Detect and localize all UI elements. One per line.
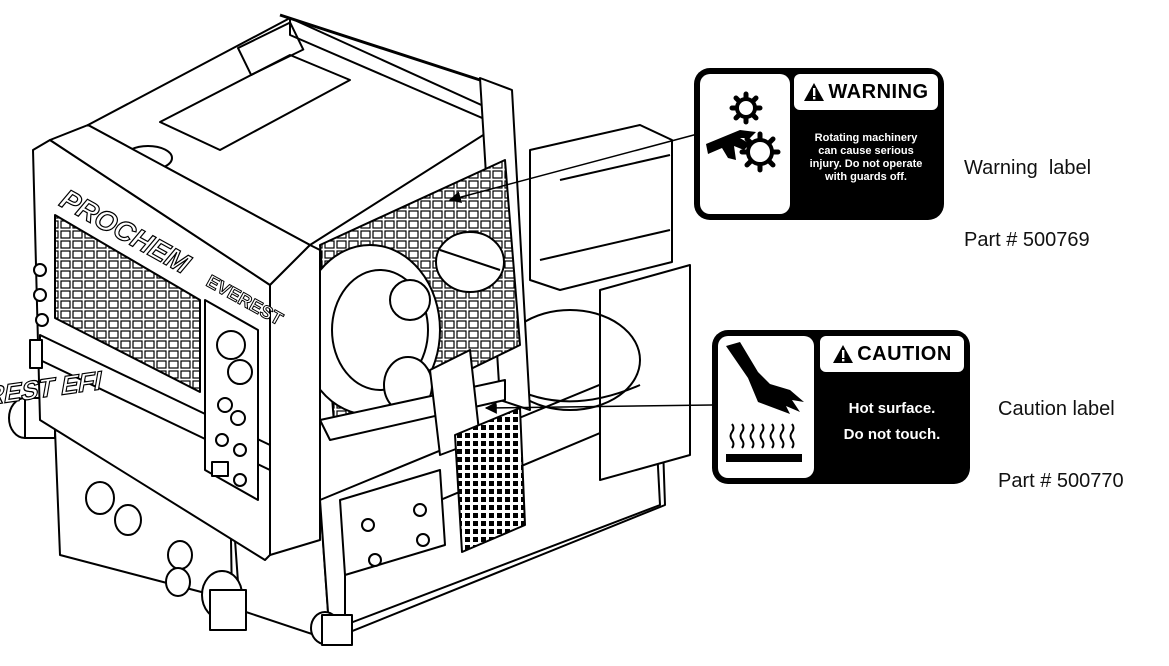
caution-label: CAUTION Hot surface. Do not touch. [712,330,970,484]
hand-in-gears-icon [700,74,790,214]
warning-leader-arrow [448,127,721,204]
rear-tank [529,124,673,291]
warning-callout-part: Part # 500769 [964,229,1090,251]
caution-leader-arrow [484,401,713,414]
front-grille [54,214,201,393]
caution-callout-part: Part # 500770 [998,470,1124,492]
caution-signal-word: CAUTION [820,336,964,372]
exhaust-vent-panel [454,407,526,553]
warning-callout: Warning label Part # 500769 [964,108,1091,276]
warning-callout-name: Warning label [964,157,1092,179]
warning-message: Rotating machinery can cause serious inj… [809,132,923,183]
warning-label: WARNING Rotating machinery can cause ser… [694,68,944,220]
warning-signal-word: WARNING [794,74,938,110]
caution-callout: Caution label Part # 500770 [998,349,1124,517]
hand-hot-surface-icon [718,336,814,478]
caution-callout-name: Caution label [998,398,1115,420]
caution-message: Hot surface. Do not touch. [843,400,941,443]
